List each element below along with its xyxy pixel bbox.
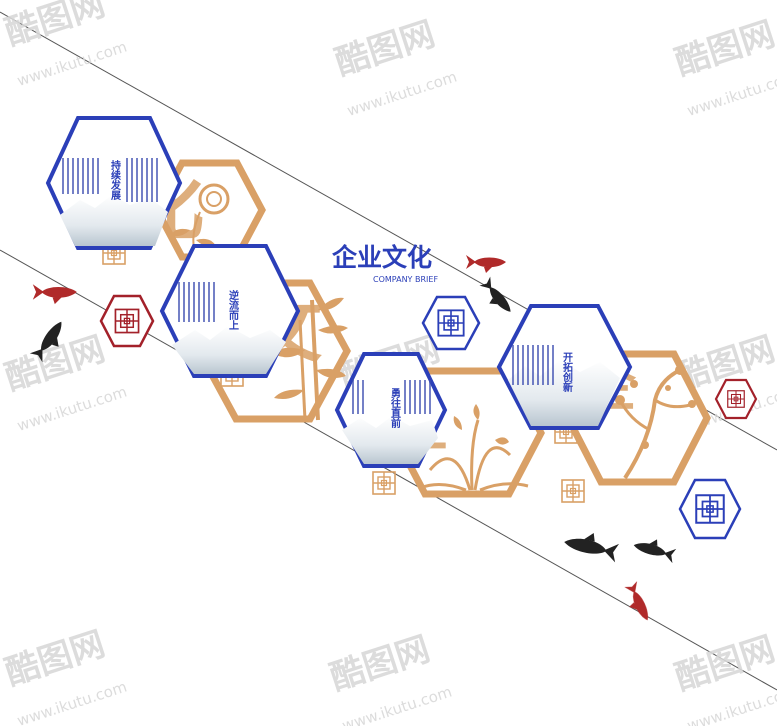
watermark-logo: 酷图网 [670,14,777,84]
panel-3: 勇往直前 [334,352,448,468]
watermark: 酷图网 www.ikutu.com [670,14,777,120]
panel-3-landscape [342,416,438,464]
lattice-hexagon-red [714,378,758,420]
watermark: 酷图网 www.ikutu.com [0,329,129,435]
panel-2-landscape [172,326,286,374]
watermark: 酷图网 www.ikutu.com [670,629,777,726]
page-subtitle: COMPANY BRIEF [373,275,438,284]
dark-fish [562,527,621,563]
panel-1-heading: 持续发展 [109,159,122,201]
lattice-hexagon-blue [421,295,481,351]
red-fish [466,255,506,273]
panel-2-body-text [178,282,215,322]
page-title: 企业文化 [332,243,432,272]
panel-4-body-text [512,345,554,385]
orchid-illustration [419,404,529,492]
watermark: 酷图网 www.ikutu.com [0,0,129,90]
panel-1-landscape [60,195,168,246]
watermark: 酷图网 www.ikutu.com [330,14,459,120]
panel-3-heading: 勇往直前 [389,388,401,429]
watermark-logo: 酷图网 [325,629,434,699]
watermark: 酷图网 www.ikutu.com [0,624,129,726]
watermark-logo: 酷图网 [0,624,109,694]
panel-4-heading: 开拓创新 [561,352,574,393]
panel-1: 持续发展 [45,116,183,250]
dark-fish [631,533,678,564]
panel-3-body-text [352,380,431,414]
watermark-logo: 酷图网 [330,14,439,84]
lattice-tile [372,471,396,495]
lattice-hexagon-blue [678,478,742,540]
bamboo-illustration [273,297,348,421]
watermark: 酷图网 www.ikutu.com [325,629,454,726]
panel-1-body-text [62,158,158,202]
red-lattice-hexagons [99,294,758,420]
panel-4: 开拓创新 [496,304,633,430]
lattice-hexagon-red [99,294,155,348]
watermark-logo: 酷图网 [670,629,777,699]
dark-fish [476,276,516,319]
red-fish [32,284,77,305]
plum-illustration [615,365,696,480]
panel-2-heading: 逆流而上 [227,289,239,330]
panel-2: 逆流而上 [159,244,301,378]
watermark-logo: 酷图网 [0,0,109,54]
blue-lattice-hexagons [421,295,742,540]
red-fish [620,581,654,625]
panel-4-landscape [508,360,620,426]
lattice-tile [561,479,585,503]
